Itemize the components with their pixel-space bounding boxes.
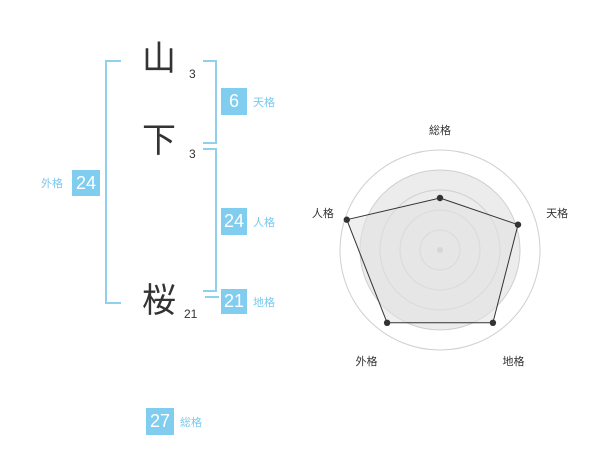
stroke-count-1: 3	[189, 67, 196, 81]
stroke-count-2: 3	[189, 147, 196, 161]
chikaku-value-box: 21	[221, 289, 247, 314]
radar-axis-label-5: 人格	[312, 206, 334, 220]
tenkaku-value-box: 6	[221, 88, 247, 115]
chikaku-connector	[205, 296, 219, 298]
gaikaku-bracket	[105, 60, 121, 304]
radar-axis-label-4: 外格	[355, 354, 377, 368]
gaikaku-value-box: 24	[72, 170, 100, 196]
radar-series-polygon	[346, 197, 519, 324]
stroke-count-3: 21	[184, 307, 198, 321]
radar-axis-label-2: 天格	[546, 206, 568, 220]
soukaku-value-box: 27	[146, 408, 174, 435]
name-char-2: 下	[142, 121, 176, 161]
radar-ring	[339, 149, 541, 351]
radar-point-3	[489, 319, 497, 327]
radar-axis-label-1: 総格	[429, 123, 451, 137]
jinkaku-value-box: 24	[221, 208, 247, 235]
radar-point-4	[383, 319, 391, 327]
jinkaku-label: 人格	[253, 216, 275, 229]
name-char-3: 桜	[142, 281, 176, 321]
gaikaku-label: 外格	[41, 177, 63, 190]
tenkaku-label: 天格	[253, 96, 275, 109]
chikaku-label: 地格	[253, 296, 275, 309]
name-char-1: 山	[142, 39, 176, 79]
soukaku-label: 総格	[180, 416, 202, 429]
radar-point-5	[343, 216, 350, 223]
radar-axis-label-3: 地格	[503, 354, 525, 368]
radar-point-2	[514, 221, 522, 228]
tenkaku-bracket	[203, 60, 217, 144]
radar-point-1	[436, 194, 444, 202]
jinkaku-bracket	[203, 148, 217, 292]
